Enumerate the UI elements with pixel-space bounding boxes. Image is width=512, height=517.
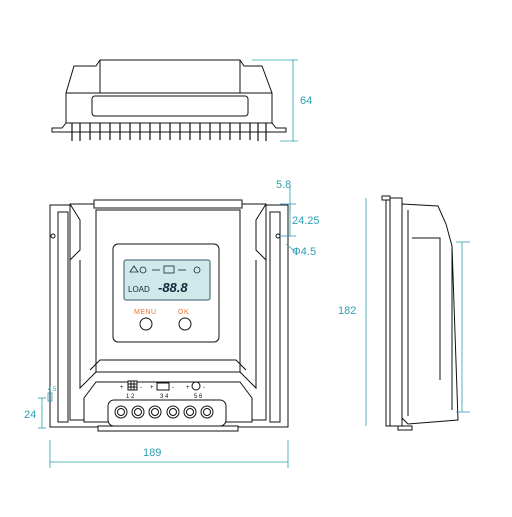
- load-polarity-minus: -: [203, 385, 205, 391]
- battery-lcd-icon: [163, 265, 175, 274]
- hole-diameter-label: Φ4.5: [292, 246, 316, 258]
- side-dimension-lines: [365, 198, 470, 426]
- lcd-digits: -88.8: [158, 280, 188, 295]
- ok-label: OK: [178, 309, 189, 316]
- hole-offset-label: 24.25: [292, 215, 320, 227]
- solar-polarity-plus: +: [120, 385, 124, 391]
- front-dimension-lines: [38, 186, 297, 468]
- terminal-screws: [114, 405, 214, 419]
- top-view: [51, 59, 298, 142]
- sun-icon: [139, 266, 147, 274]
- load-polarity-plus: +: [186, 385, 190, 391]
- menu-label: MENU: [134, 309, 157, 316]
- lcd-load-label: LOAD: [128, 285, 150, 294]
- front-view: [49, 199, 289, 432]
- ok-button[interactable]: [178, 317, 192, 331]
- width-dimension-label: 189: [143, 447, 161, 459]
- top-offset-label: 5.8: [276, 179, 291, 191]
- bottom-offset-label: 24: [24, 409, 36, 421]
- lcd-screen: [123, 259, 211, 301]
- bulb-lcd-icon: [193, 266, 201, 274]
- side-view: [381, 195, 459, 431]
- solar-terminal-numbers: 1 2: [126, 394, 135, 400]
- battery-polarity-minus: -: [172, 385, 174, 391]
- menu-button[interactable]: [139, 317, 153, 331]
- load-terminal-numbers: 5 6: [194, 394, 203, 400]
- small-dim-label: 4.5: [48, 387, 57, 393]
- solar-polarity-minus: -: [140, 385, 142, 391]
- warning-icon: [129, 265, 139, 273]
- solar-panel-icon: [127, 380, 138, 391]
- height-dimension-label: 64: [300, 95, 312, 107]
- battery-polarity-plus: +: [150, 385, 154, 391]
- side-height-label: 182: [338, 305, 356, 317]
- lcd-icons: [129, 265, 201, 274]
- bulb-icon: [191, 381, 201, 391]
- battery-icon: [156, 382, 170, 391]
- battery-terminal-numbers: 3 4: [160, 394, 169, 400]
